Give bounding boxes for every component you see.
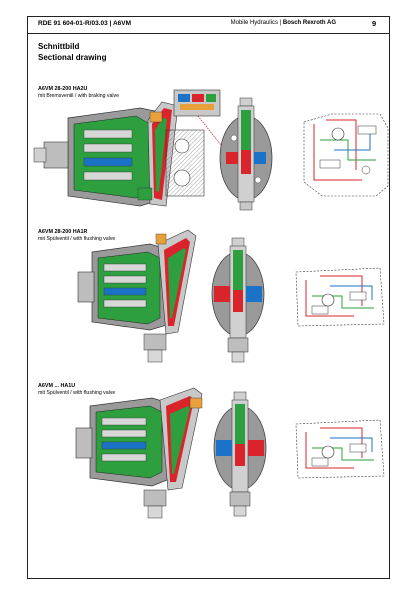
header-doc-info: RDE 91 604-01-R/03.03 | A6VM	[38, 20, 131, 27]
doc-reference: RDE 91 604-01-R/03.03	[38, 20, 108, 27]
page-title-english: Sectional drawing	[38, 53, 107, 62]
section-title: A6VM 28-200 HA2U	[38, 86, 88, 92]
section-title: A6VM ... HA1U	[38, 383, 76, 389]
header-company-info: Mobile Hydraulics | Bosch Rexroth AG	[231, 20, 336, 26]
section-2-hydraulic-circuit	[295, 267, 385, 327]
section-1-cross-section	[219, 97, 273, 211]
section-title: A6VM 28-200 HA1R	[38, 229, 88, 235]
header-rule	[27, 33, 390, 34]
company-name: Bosch Rexroth AG	[282, 20, 336, 26]
section-3-hydraulic-circuit	[295, 419, 385, 479]
section-subtitle: mit Spülventil / with flushing valve	[38, 390, 116, 396]
section-3-side-section	[75, 387, 203, 519]
product-name: A6VM	[112, 20, 132, 27]
section-1-side-section	[33, 101, 205, 207]
section-2-cross-section	[211, 237, 265, 363]
section-subtitle: mit Spülventil / with flushing valve	[38, 236, 116, 242]
page-frame	[27, 16, 390, 579]
section-2-side-section	[77, 229, 197, 363]
section-3-cross-section	[213, 391, 267, 517]
header-separator: |	[279, 20, 282, 26]
header-separator: |	[109, 20, 112, 27]
section-1-hydraulic-circuit	[303, 113, 389, 197]
division-name: Mobile Hydraulics	[230, 20, 278, 26]
section-1-braking-valve	[173, 89, 226, 151]
page-title-german: Schnittbild	[38, 42, 80, 51]
page-number: 9	[372, 19, 377, 28]
section-subtitle: mit Bremsventil / with braking valve	[38, 93, 120, 99]
